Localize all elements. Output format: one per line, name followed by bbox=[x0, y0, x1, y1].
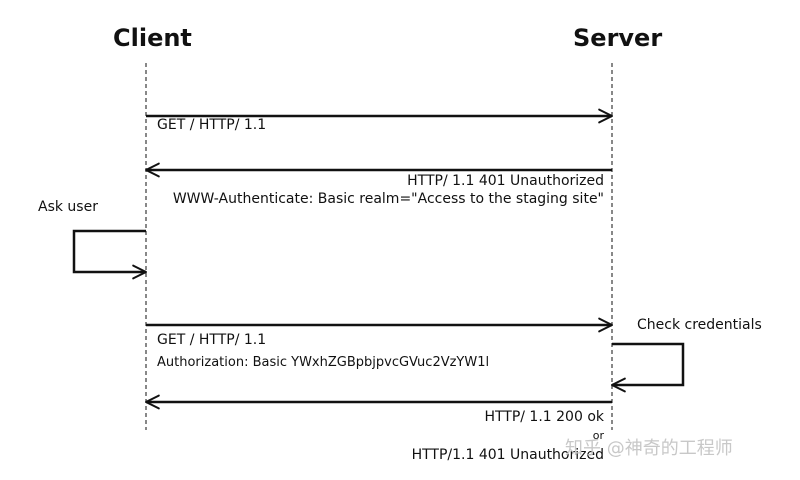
response1-header-label: WWW-Authenticate: Basic realm="Access to… bbox=[172, 191, 604, 207]
response2-or-label: or bbox=[592, 429, 604, 442]
check-credentials-label: Check credentials bbox=[637, 317, 762, 333]
response1-status-label: HTTP/ 1.1 401 Unauthorized bbox=[407, 173, 604, 189]
check-credentials-loop bbox=[611, 342, 685, 393]
server-title: Server bbox=[573, 24, 663, 52]
response2-ok-label: HTTP/ 1.1 200 ok bbox=[484, 409, 604, 425]
watermark-text: 知乎 @神奇的工程师 bbox=[565, 438, 733, 459]
request2-label: GET / HTTP/ 1.1 bbox=[157, 332, 267, 348]
client-title: Client bbox=[113, 24, 192, 52]
request1-label: GET / HTTP/ 1.1 bbox=[157, 117, 267, 133]
ask-user-loop bbox=[72, 229, 147, 280]
ask-user-label: Ask user bbox=[38, 199, 98, 215]
response2-unauthorized-label: HTTP/1.1 401 Unauthorized bbox=[411, 447, 604, 463]
request2-header-label: Authorization: Basic YWxhZGBpbjpvcGVuc2V… bbox=[157, 355, 490, 370]
